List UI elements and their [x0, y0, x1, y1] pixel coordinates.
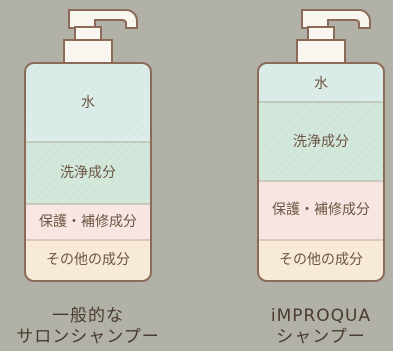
pump-collar	[296, 39, 346, 65]
bottle-body	[257, 62, 385, 282]
segment-water-label: 水	[314, 76, 328, 92]
bottle-body	[24, 62, 152, 282]
caption-general-salon-shampoo: 一般的な サロンシャンプー	[3, 306, 173, 348]
segment-other-label: その他の成分	[279, 252, 363, 268]
pump-icon	[68, 9, 138, 29]
pump-collar	[63, 39, 113, 65]
caption-line-1: iMPROQUA	[270, 306, 372, 326]
bottle-general-salon-shampoo: 水 洗浄成分 保護・補修成分 その他の成分	[24, 9, 152, 282]
segment-cleanser-label: 洗浄成分	[60, 165, 116, 181]
pump-neck	[307, 26, 335, 42]
bottle-improqua-shampoo: 水 洗浄成分 保護・補修成分 その他の成分	[257, 9, 385, 282]
segment-water-label: 水	[81, 95, 95, 111]
pump-neck	[74, 26, 102, 42]
segment-cleanser-label: 洗浄成分	[293, 134, 349, 150]
pump-icon	[301, 9, 371, 29]
segment-care-label: 保護・補修成分	[39, 214, 137, 230]
caption-improqua-shampoo: iMPROQUA シャンプー	[236, 306, 393, 348]
segment-other	[25, 240, 151, 281]
segment-other-label: その他の成分	[46, 252, 130, 268]
caption-line-1: 一般的な	[52, 306, 124, 326]
segment-care	[258, 181, 384, 240]
segment-care-label: 保護・補修成分	[272, 202, 370, 218]
caption-line-2: シャンプー	[276, 327, 366, 347]
segment-other	[258, 240, 384, 281]
caption-line-2: サロンシャンプー	[16, 327, 160, 347]
